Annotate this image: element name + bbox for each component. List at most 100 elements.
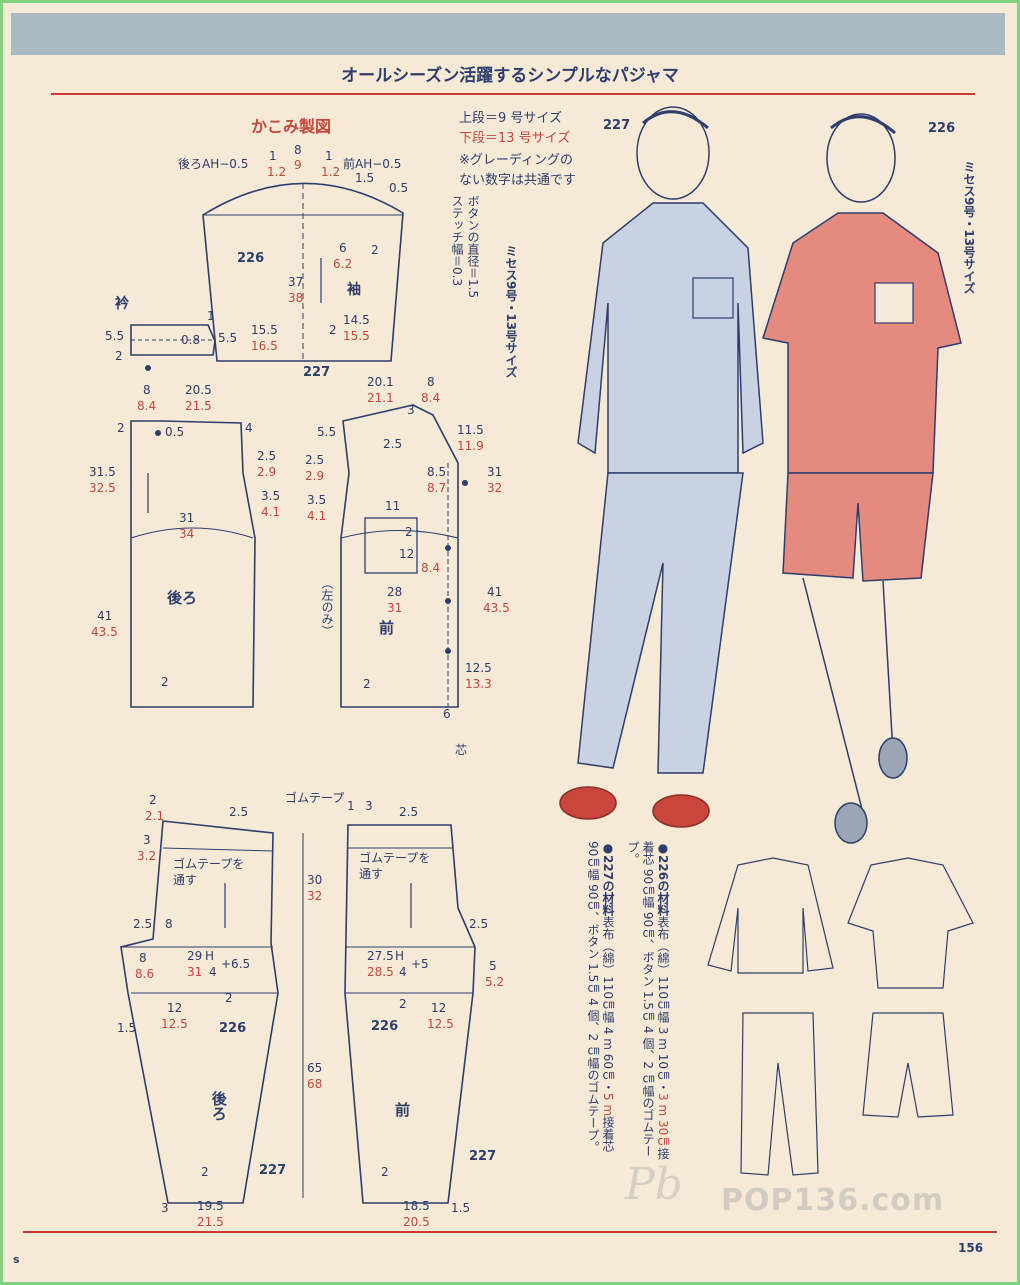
back-n35: 3.5 xyxy=(261,489,281,503)
front-n201: 20.1 xyxy=(367,375,394,389)
sleeve-front-ah: 前AH−0.5 xyxy=(343,157,402,171)
pb-n29: 29 xyxy=(187,949,203,963)
front-n6: 6 xyxy=(443,707,451,721)
sleeve-n1: 1 xyxy=(269,149,277,163)
front-left-only: （左のみ） xyxy=(320,577,334,637)
front-n29: 2.9 xyxy=(305,469,325,483)
pb-model: 226 xyxy=(219,1021,247,1036)
pm-n30: 30 xyxy=(307,873,323,887)
front-n35: 3.5 xyxy=(307,493,327,507)
sleeve-n155: 15.5 xyxy=(251,323,278,337)
sleeve-n155b: 15.5 xyxy=(343,329,370,343)
watermark-logo: Pb xyxy=(624,1159,683,1210)
top-band xyxy=(11,13,1005,55)
sleeve-n145: 14.5 xyxy=(343,313,370,327)
pb-n8b: 8 xyxy=(139,951,147,965)
front-n84b: 8.4 xyxy=(421,561,441,575)
pf-label: 前 xyxy=(395,1101,411,1119)
page-title: オールシーズン活躍するシンプルなパジャマ xyxy=(341,66,679,86)
collar-n55: 5.5 xyxy=(105,329,125,343)
front-n8: 8 xyxy=(427,375,435,389)
pf-n15: 1.5 xyxy=(451,1201,471,1215)
sleeve-label: 袖 xyxy=(347,282,361,298)
pf-gomu2: 通す xyxy=(359,867,384,881)
pb-n2c: 2 xyxy=(201,1165,209,1179)
pf-n205: 20.5 xyxy=(403,1215,430,1229)
collar-n55b: 5.5 xyxy=(218,331,238,345)
pb-n25: 2.5 xyxy=(229,805,249,819)
pb-n2: 2 xyxy=(149,793,157,807)
back-n84: 8.4 xyxy=(137,399,157,413)
back-n4: 4 xyxy=(245,421,253,435)
front-n435: 43.5 xyxy=(483,601,510,615)
front-label: 前 xyxy=(379,619,395,637)
watermark-text: POP136.com xyxy=(721,1183,945,1218)
collar-n2: 2 xyxy=(115,349,123,363)
pf-n275: 27.5 xyxy=(367,949,394,963)
pf-n1: 1 xyxy=(347,799,355,813)
pm-n32: 32 xyxy=(307,889,323,903)
figure-227 xyxy=(559,106,764,828)
corner-mark: s xyxy=(13,1253,20,1266)
materials-227-interfacing: 接着芯 90㎝幅 90㎝、ボタン 1.5㎝ 4 個、2 ㎝幅の xyxy=(586,841,615,1153)
flat-sketches xyxy=(707,857,974,1176)
back-n05: 0.5 xyxy=(165,425,185,439)
figure-227-number: 227 xyxy=(603,118,631,133)
front-n2: 2 xyxy=(405,525,413,539)
back-n41: 4.1 xyxy=(261,505,281,519)
pf-n25b: 2.5 xyxy=(469,917,489,931)
pf-plus: +5 xyxy=(411,957,429,971)
materials-227-fabric-13: 5 m xyxy=(601,1093,615,1117)
size-note-left: ミセス9号・13号サイズ xyxy=(504,245,518,379)
front-n125: 12.5 xyxy=(465,661,492,675)
back-n29: 2.9 xyxy=(257,465,277,479)
pf-h: H xyxy=(395,949,405,963)
front-n31: 31 xyxy=(487,465,503,479)
front-n2b: 2 xyxy=(363,677,371,691)
sleeve-n12b: 1.2 xyxy=(321,165,341,179)
pf-n52: 5.2 xyxy=(485,975,505,989)
materials-227-fabric: 表布（綿）110㎝幅 4 m 60㎝・ xyxy=(601,916,615,1094)
materials-226-heading: ●226の材料 xyxy=(656,841,670,917)
front-bodice-pattern xyxy=(340,404,459,708)
pf-n2b: 2 xyxy=(381,1165,389,1179)
pb-n21: 2.1 xyxy=(145,809,165,823)
sleeve-n62: 6.2 xyxy=(333,257,353,271)
pb-4: 4 xyxy=(209,965,217,979)
front-n25: 2.5 xyxy=(383,437,403,451)
pb-model2: 227 xyxy=(259,1163,287,1178)
title-rule xyxy=(51,93,975,95)
front-n84: 8.4 xyxy=(421,391,441,405)
pf-model: 226 xyxy=(371,1019,399,1034)
front-n211: 21.1 xyxy=(367,391,394,405)
back-n25: 2.5 xyxy=(257,449,277,463)
pb-n12: 12 xyxy=(167,1001,183,1015)
pb-n31: 31 xyxy=(187,965,203,979)
sleeve-n05: 0.5 xyxy=(389,181,409,195)
pb-n3b: 3 xyxy=(161,1201,169,1215)
pf-n12: 12 xyxy=(431,1001,447,1015)
sketch-long-pants xyxy=(740,1012,819,1176)
front-n32: 32 xyxy=(487,481,503,495)
pb-label: 後ろ xyxy=(209,1091,228,1121)
front-n119: 11.9 xyxy=(457,439,484,453)
sketch-short-pants xyxy=(862,1012,954,1118)
page-number: 156 xyxy=(958,1241,984,1255)
size-note-right: ミセス9号・13号サイズ xyxy=(962,161,976,295)
pb-n2b: 2 xyxy=(225,991,233,1005)
pf-4: 4 xyxy=(399,965,407,979)
sleeve-pattern xyxy=(202,182,404,362)
pb-n8: 8 xyxy=(165,917,173,931)
collar-pattern xyxy=(130,324,216,356)
back-n31: 31 xyxy=(179,511,195,525)
sketch-short-shirt xyxy=(847,857,974,989)
sketch-long-shirt xyxy=(707,857,834,974)
pf-n125: 12.5 xyxy=(427,1017,454,1031)
pf-n185: 18.5 xyxy=(403,1199,430,1213)
materials-227: ●227の材料表布（綿）110㎝幅 4 m 60㎝・5 m接着芯 90㎝幅 90… xyxy=(585,841,615,1171)
front-n11: 11 xyxy=(385,499,401,513)
pb-gomu1: ゴムテープを xyxy=(173,857,245,871)
front-n12: 12 xyxy=(399,547,415,561)
front-n41b: 41 xyxy=(487,585,503,599)
